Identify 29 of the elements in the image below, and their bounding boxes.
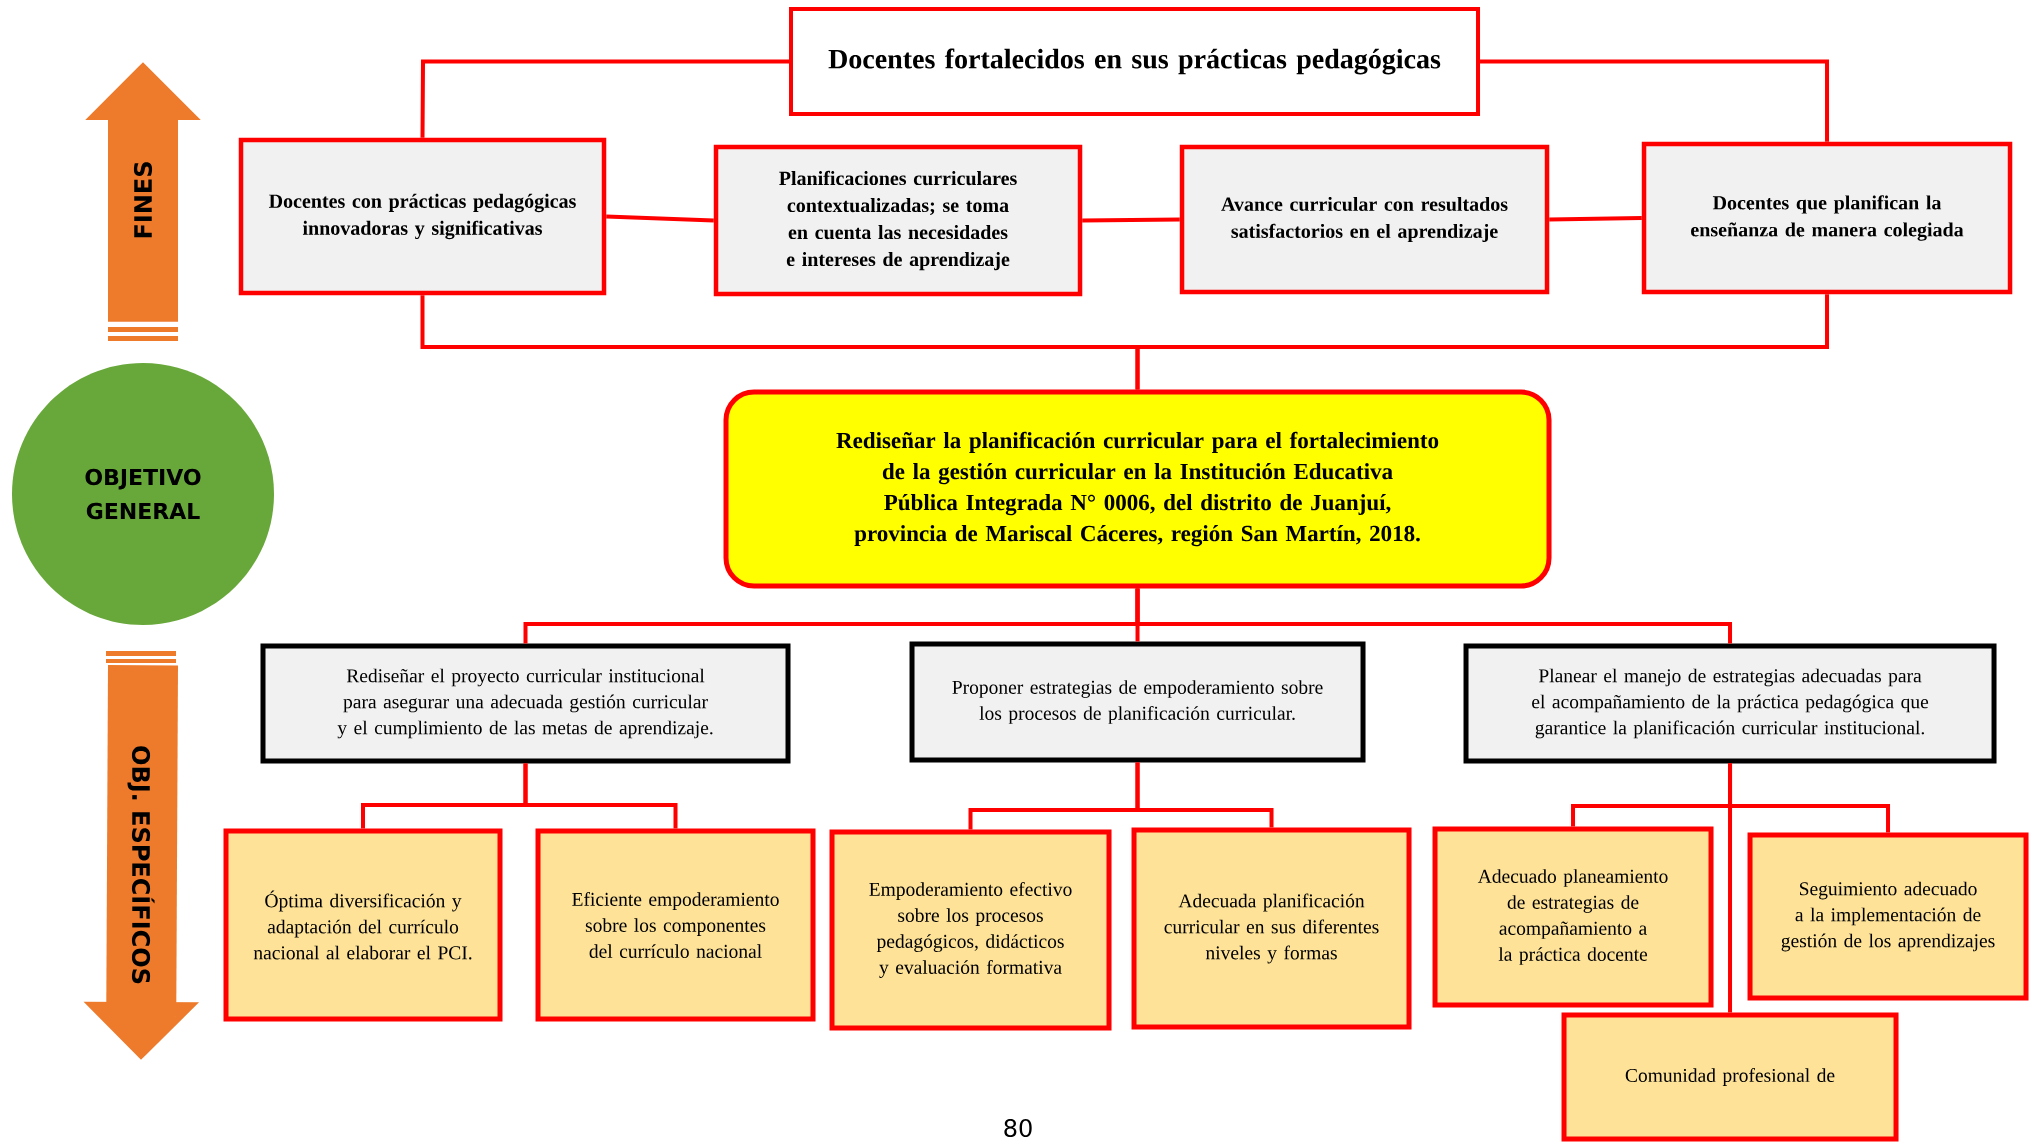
connector-line [1728,763,1733,1013]
connector-line [1549,216,1642,222]
arrow-label: FINES [133,162,153,238]
connector-line [1135,762,1274,828]
result-box: Adecuado planeamiento de estrategias de acompañamiento a la práctica docente [1432,826,1714,1008]
connector-line [1480,59,1830,142]
result-box: Planificaciones curriculares contextualizadas; se toma en cuenta las necesidades e intereses de aprendizaje [713,144,1083,297]
connector-line [523,763,678,829]
result-box: Avance curricular con resultados satisfactorios en el aprendizaje [1179,144,1550,295]
arrow-label: OBJ. ESPECÍFICOS [127,746,155,984]
result-box: Docentes con prácticas pedagógicas innovadoras y significativas [238,137,607,296]
connector-line [1135,294,1830,390]
result-box: Eficiente empoderamiento sobre los componentes del currículo nacional [535,828,816,1022]
result-box: Seguimiento adecuado a la implementación de gestión de los aprendizajes [1747,832,2029,1001]
title-box: Docentes fortalecidos en sus prácticas pedagógicas [789,7,1480,116]
result-box: Óptima diversificación y adaptación del currículo nacional al elaborar el PCI. [223,828,503,1022]
objective-box: Proponer estrategias de empoderamiento sobre los procesos de planificación curricular. [909,641,1366,763]
result-box: Adecuada planificación curricular en sus diferentes niveles y formas [1131,827,1412,1030]
result-box: Docentes que planifican la enseñanza de manera colegiada [1641,141,2013,295]
connector-line [606,214,714,223]
objective-box: Planear el manejo de estrategias adecuadas para el acompañamiento de la práctica pedagógica que garantice la planificación curricular institucional. [1463,643,1997,764]
connector-line [420,59,789,138]
result-box: Comunidad profesional de [1561,1012,1899,1142]
page-number: 80 [1004,1118,1032,1138]
objective-box: Rediseñar el proyecto curricular institucional para asegurar una adecuada gestión curricular y el cumplimiento de las metas de aprendizaje. [260,643,791,764]
connector-line [1135,588,1733,644]
result-box: Empoderamiento efectivo sobre los procesos pedagógicos, didácticos y evaluación formativa [829,829,1112,1031]
objective-box: Rediseñar la planificación curricular para el fortalecimiento de la gestión curricular en la Institución Educativa Pública Integrada N° 0006, del distrito de Juanjuí, provincia de Mariscal Cáceres, región San Martín, 2018. [723,389,1552,589]
connector-line [1082,217,1180,223]
